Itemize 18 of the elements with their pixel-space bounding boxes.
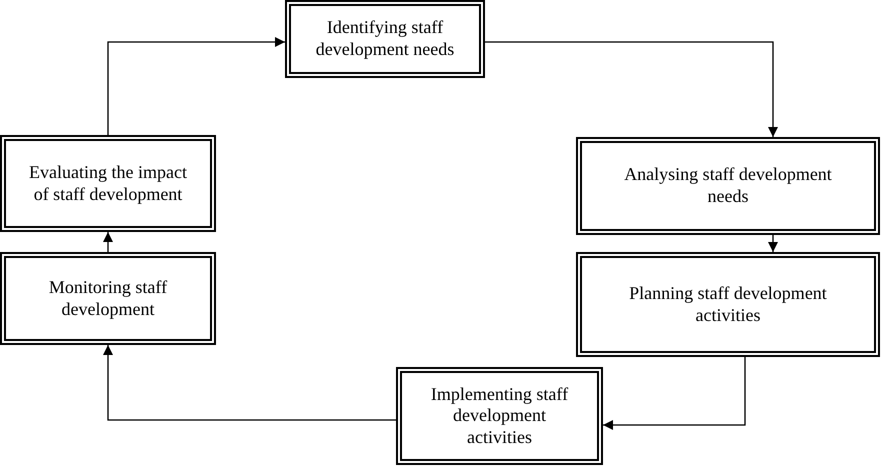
box-label: Planning staff development activities	[628, 282, 828, 326]
process-box	[396, 367, 603, 465]
box-label: Identifying staff development needs	[314, 17, 456, 61]
process-box	[576, 252, 880, 357]
process-box	[0, 135, 216, 232]
box-label: Monitoring staff development	[48, 276, 168, 320]
box-label: Evaluating the impact of staff development	[28, 162, 188, 206]
box-label: Analysing staff development needs	[623, 164, 833, 208]
arrow	[103, 345, 396, 421]
arrow	[103, 232, 113, 252]
box-label: Implementing staff development activities	[430, 384, 570, 448]
arrow	[107, 37, 285, 135]
process-box	[0, 252, 216, 345]
arrow	[485, 41, 778, 137]
process-box	[285, 0, 485, 78]
process-box	[576, 137, 880, 235]
arrow	[603, 357, 746, 430]
arrow	[768, 235, 778, 252]
